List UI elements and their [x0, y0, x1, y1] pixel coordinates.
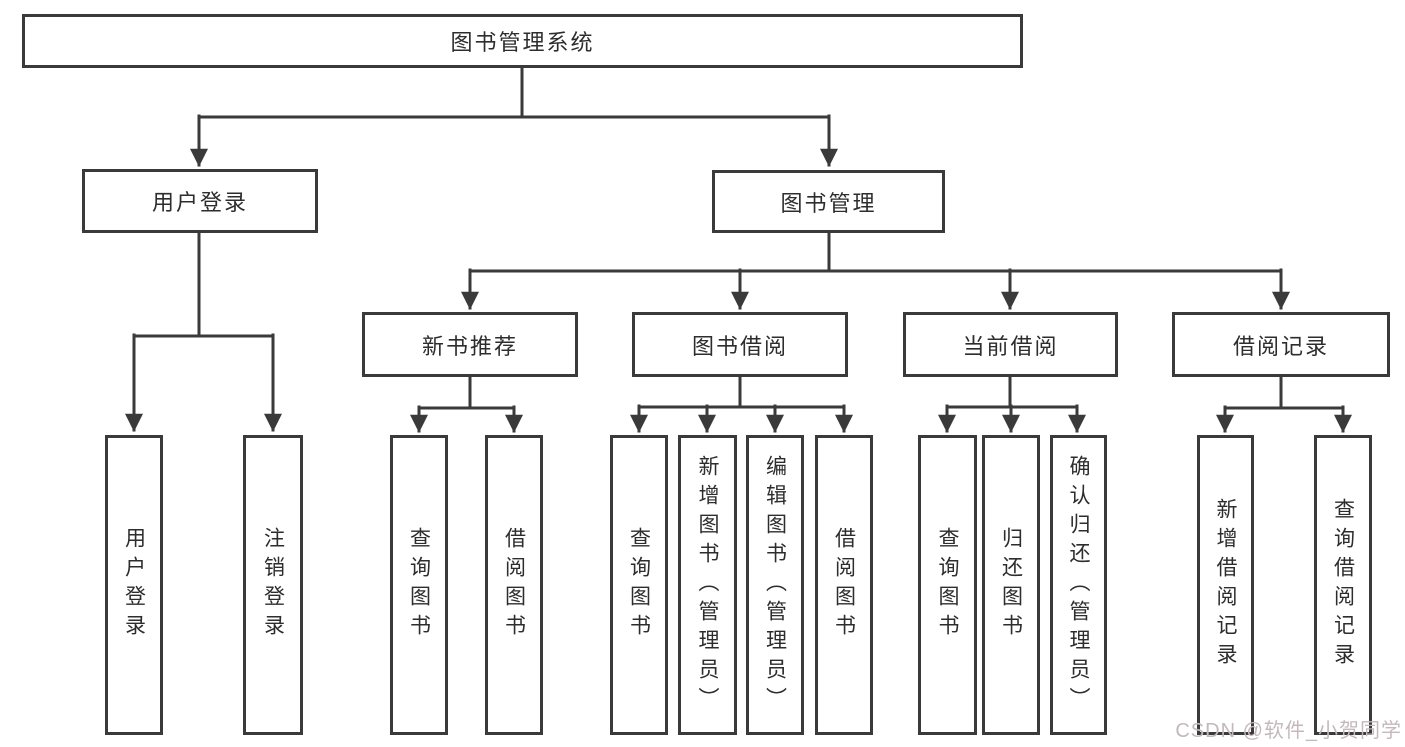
node-book-management-label: 图书管理 — [780, 190, 877, 216]
node-book-borrow: 图书借阅 — [632, 312, 848, 377]
node-current-borrow: 当前借阅 — [903, 312, 1118, 377]
node-book-management: 图书管理 — [712, 170, 945, 233]
leaf-add-borrow-record: 新增借阅记录 — [1197, 435, 1254, 735]
leaf-logout-label: 注销登录 — [261, 527, 285, 643]
leaf-user-login-label: 用户登录 — [122, 527, 146, 643]
node-current-borrow-label: 当前借阅 — [962, 333, 1059, 359]
leaf-borrow-books: 借阅图书 — [815, 435, 873, 735]
node-root: 图书管理系统 — [22, 14, 1023, 68]
csdn-watermark: CSDN @软件_小贺同学 — [1175, 720, 1402, 742]
leaf-query-books-recommend: 查询图书 — [390, 435, 448, 735]
leaf-confirm-return-admin: 确认归还（管理员） — [1050, 435, 1107, 735]
leaf-query-books-borrow: 查询图书 — [610, 435, 668, 735]
node-user-login-label: 用户登录 — [151, 190, 248, 215]
leaf-query-books-borrow-label: 查询图书 — [627, 527, 651, 643]
leaf-confirm-return-admin-label: 确认归还（管理员） — [1067, 454, 1090, 716]
leaf-return-books: 归还图书 — [982, 435, 1040, 735]
leaf-add-books-admin-label: 新增图书（管理员） — [696, 454, 719, 716]
leaf-add-borrow-record-label: 新增借阅记录 — [1214, 498, 1237, 672]
node-root-label: 图书管理系统 — [450, 30, 595, 55]
node-new-book-recommend: 新书推荐 — [362, 312, 578, 377]
node-user-login: 用户登录 — [82, 169, 318, 233]
leaf-borrow-books-label: 借阅图书 — [832, 527, 856, 643]
node-book-borrow-label: 图书借阅 — [691, 333, 788, 359]
leaf-query-books-current-label: 查询图书 — [936, 527, 959, 643]
leaf-borrow-books-recommend: 借阅图书 — [485, 435, 543, 735]
node-borrow-records: 借阅记录 — [1172, 312, 1390, 377]
leaf-query-books-recommend-label: 查询图书 — [407, 527, 431, 643]
leaf-return-books-label: 归还图书 — [999, 527, 1023, 643]
leaf-query-books-current: 查询图书 — [918, 435, 977, 735]
leaf-query-borrow-record-label: 查询借阅记录 — [1331, 498, 1355, 672]
leaf-query-borrow-record: 查询借阅记录 — [1314, 435, 1372, 735]
leaf-borrow-books-recommend-label: 借阅图书 — [502, 527, 526, 643]
node-borrow-records-label: 借阅记录 — [1232, 333, 1329, 359]
leaf-edit-books-admin-label: 编辑图书（管理员） — [763, 454, 787, 716]
leaf-add-books-admin: 新增图书（管理员） — [678, 435, 737, 735]
leaf-logout: 注销登录 — [243, 435, 303, 735]
leaf-edit-books-admin: 编辑图书（管理员） — [746, 435, 804, 735]
node-new-book-recommend-label: 新书推荐 — [421, 333, 518, 359]
leaf-user-login: 用户登录 — [105, 435, 163, 735]
